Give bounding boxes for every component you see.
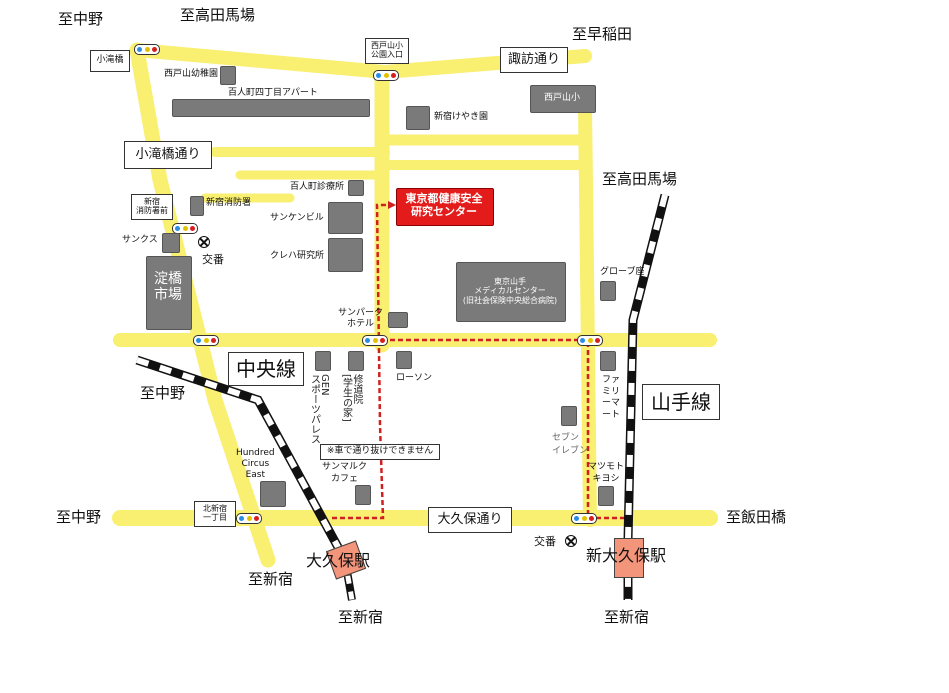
keyaki-label: 新宿けやき園 [434, 112, 489, 122]
direction-nakano-mid: 至中野 [140, 384, 186, 402]
sanken-label: サンケンビル [270, 213, 324, 223]
yodobashi-market-label: 淀橋 市場 [146, 262, 190, 312]
route-arrow-icon [388, 201, 396, 209]
street-okubo-label: 大久保通り [428, 507, 512, 533]
building-fire-station [190, 196, 204, 216]
familymart-label: ファミリーマート [602, 375, 621, 421]
building-lawson [396, 351, 412, 369]
koban-left-label: 交番 [202, 253, 224, 266]
direction-shinjuku-right: 至新宿 [604, 608, 650, 626]
building-grove [600, 281, 616, 301]
kureha-label: クレハ研究所 [270, 251, 325, 261]
fire-station-label: 新宿消防署 [206, 198, 252, 208]
intersection-kitashinjuku: 北新宿 一丁目 [194, 501, 236, 527]
direction-takadanobaba-top: 至高田馬場 [180, 6, 256, 24]
sunkus-label: サンクス [122, 235, 158, 245]
clinic-label: 百人町診療所 [290, 182, 345, 192]
building-kureha [328, 238, 363, 272]
rail-chuo-label: 中央線 [228, 352, 304, 386]
matsumoto-label: マツモト キヨシ [588, 462, 625, 484]
kindergarten-label: 西戸山幼稚園 [164, 69, 219, 79]
shinokubo-station-block [614, 538, 644, 578]
gen-sports-label: GEN スポーツパレス [308, 374, 331, 444]
building-gen-sports [315, 351, 331, 371]
shinokubo-station-label: 新大久保駅 [586, 546, 667, 565]
building-yodobashi-market [146, 256, 192, 330]
signal-icon [134, 44, 160, 55]
building-sunkus [162, 233, 180, 253]
hundred-circus-label: Hundred Circus East [236, 448, 275, 480]
building-kindergarten [220, 66, 236, 85]
walking-route [332, 203, 628, 520]
shudoin-label: 修道院 [学生の家] [340, 374, 363, 422]
intersection-nishitoyama-park: 西戸山小 公園入口 [365, 38, 409, 64]
yodobashi-line1: 淀橋 [154, 270, 182, 287]
target-facility-label: 東京都健康安全 研究センター [405, 192, 483, 218]
direction-takadanobaba-right: 至高田馬場 [602, 170, 678, 188]
direction-nakano-bottom: 至中野 [56, 508, 102, 526]
koban-bottom-label: 交番 [534, 535, 556, 548]
lawson-label: ローソン [396, 373, 433, 383]
rail-yamanote-label: 山手線 [642, 384, 720, 420]
seveneleven-label: セブン イレブン [552, 433, 589, 456]
direction-shinjuku-center: 至新宿 [338, 608, 384, 626]
saint-marc-label: サンマルク カフェ [322, 462, 368, 484]
signal-icon [193, 335, 219, 346]
yodobashi-line2: 市場 [154, 287, 182, 303]
nishitoyama-school-label: 西戸山小 [543, 92, 580, 103]
street-suwa-label: 諏訪通り [500, 47, 568, 73]
building-apartment [172, 99, 370, 117]
okubo-station-label: 大久保駅 [306, 551, 371, 570]
building-sunpark [388, 312, 408, 328]
koban-icon [565, 535, 577, 547]
direction-iidabashi: 至飯田橋 [726, 508, 787, 526]
signal-icon [236, 513, 262, 524]
building-sanken [328, 202, 363, 234]
building-keyaki [406, 106, 430, 130]
no-through-traffic-notice: ※車で通り抜けできません [320, 444, 440, 460]
building-nishitoyama-school [530, 85, 596, 113]
building-hundred-circus [260, 481, 286, 507]
building-matsumoto [598, 486, 614, 506]
signal-icon [172, 223, 198, 234]
apartment-label: 百人町四丁目アパート [228, 88, 318, 98]
grove-label: グローブ座 [600, 267, 645, 277]
intersection-shinjuku-fire: 新宿 消防署前 [131, 194, 173, 220]
medical-center-label: 東京山手 メディカルセンター (旧社会保険中央総合病院) [462, 277, 558, 305]
rail-chuo [135, 355, 349, 563]
building-familymart [600, 351, 616, 371]
building-saint-marc [355, 485, 371, 505]
signal-icon [362, 335, 388, 346]
signal-icon [577, 335, 603, 346]
sunpark-label: サンパーク ホテル [338, 308, 384, 329]
intersection-kotakibashi: 小滝橋 [90, 50, 130, 72]
direction-waseda: 至早稲田 [572, 25, 633, 43]
direction-nakano-top: 至中野 [58, 10, 104, 28]
building-shudoin [348, 351, 364, 371]
building-seveneleven [561, 406, 577, 426]
direction-shinjuku-left: 至新宿 [248, 570, 294, 588]
signal-icon [373, 70, 399, 81]
building-medical-center [456, 262, 566, 322]
street-kotakibashi-label: 小滝橋通り [124, 141, 212, 169]
target-facility [396, 188, 494, 226]
koban-icon [198, 236, 210, 248]
building-clinic [348, 180, 364, 196]
signal-icon [571, 513, 597, 524]
